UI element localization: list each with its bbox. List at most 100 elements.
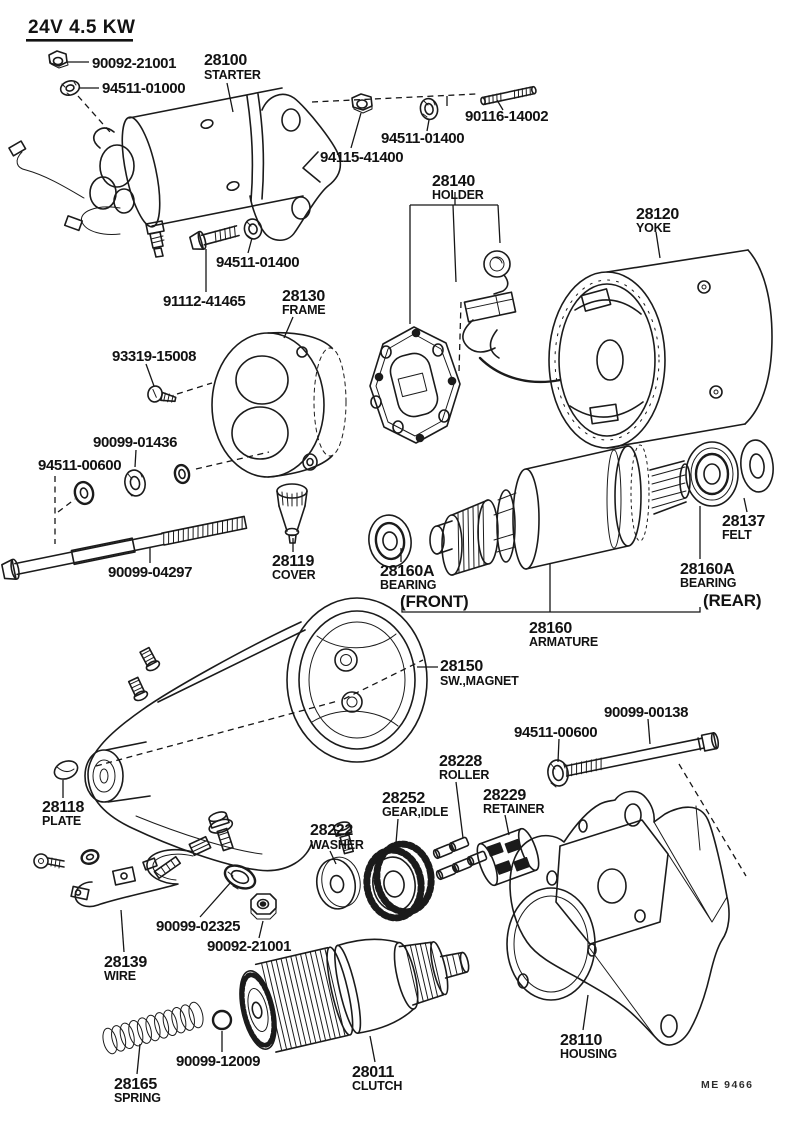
armature-drawing — [429, 444, 691, 576]
label-bearing-rear-note: (REAR) — [703, 591, 761, 610]
label-washer-through: 90099-01436 — [93, 434, 177, 451]
terminal-nut-icon — [250, 893, 277, 920]
label-frame-code: 28130 — [282, 288, 325, 305]
magnet-switch-drawing — [84, 597, 428, 879]
label-housing-code: 28110 — [560, 1032, 603, 1049]
bolt-icon-91112 — [189, 225, 240, 251]
label-spring-name: SPRING — [114, 1091, 161, 1105]
brush-holder-drawing — [369, 326, 461, 444]
label-magnet-name: SW.,MAGNET — [440, 674, 519, 688]
label-bolt-through: 90099-04297 — [108, 564, 192, 581]
felt-drawing — [740, 439, 774, 493]
label-armature-name: ARMATURE — [529, 635, 598, 649]
nut-icon-94115 — [351, 93, 373, 114]
label-cover-code: 28119 — [272, 553, 315, 570]
lockwasher-icon-frame — [243, 218, 263, 240]
label-yoke-code: 28120 — [636, 206, 679, 223]
label-washer-top: 94511-01000 — [102, 80, 185, 97]
label-lockwasher-left: 94511-00600 — [38, 457, 121, 474]
label-frame-name: FRAME — [282, 303, 325, 317]
label-bolt-frame: 91112-41465 — [163, 293, 245, 310]
rollers-drawing — [432, 836, 488, 881]
label-snap-ring: 90099-12009 — [176, 1053, 260, 1070]
label-felt-code: 28137 — [722, 513, 765, 530]
label-bearing-front-note: (FRONT) — [400, 592, 468, 611]
label-plate-code: 28118 — [42, 799, 85, 816]
label-washer-thrust-code: 28222 — [310, 822, 353, 839]
lockwasher-icon-top — [419, 97, 439, 121]
label-wire-code: 28139 — [104, 954, 147, 971]
retainer-drawing — [476, 827, 540, 887]
label-washer-terminal: 90099-02325 — [156, 918, 240, 935]
label-nut-mid-top: 94115-41400 — [320, 149, 403, 166]
front-bearing-drawing — [368, 514, 412, 568]
label-gear-idle-name: GEAR,IDLE — [382, 805, 448, 819]
screw-icon-frame — [147, 385, 177, 403]
label-wire-name: WIRE — [104, 969, 136, 983]
label-clutch-code: 28011 — [352, 1064, 395, 1081]
nut-icon-top — [48, 50, 69, 69]
thrust-washer-drawing — [315, 856, 361, 910]
idle-gear-drawing — [363, 840, 435, 922]
label-plate-name: PLATE — [42, 814, 81, 828]
label-armature-code: 28160 — [529, 620, 572, 637]
label-bearing-front-name: BEARING — [380, 578, 436, 592]
label-lockwasher-magnet: 94511-00600 — [514, 724, 597, 741]
label-lockwasher-frame: 94511-01400 — [216, 254, 299, 271]
rear-bearing-drawing — [685, 441, 739, 507]
page-title-underline — [26, 39, 133, 42]
lead-wire-drawing — [70, 835, 212, 908]
snap-ring-drawing — [211, 1009, 233, 1031]
washer-icon-top — [59, 80, 81, 96]
magnet-bolt-drawing — [564, 732, 720, 778]
label-nut-top: 90092-21001 — [92, 55, 176, 72]
wire-bracket-icon — [111, 866, 137, 886]
label-lockwasher-top: 94511-01400 — [381, 130, 464, 147]
terminal-screw-icon — [33, 853, 65, 869]
plate-drawing — [53, 760, 79, 780]
frame-drawing — [211, 331, 347, 478]
label-roller-code: 28228 — [439, 753, 482, 770]
label-yoke-name: YOKE — [636, 221, 671, 235]
label-holder-code: 28140 — [432, 173, 475, 190]
label-nut-terminal: 90092-21001 — [207, 938, 291, 955]
brush-set-drawing — [462, 250, 562, 384]
stud-bolt-icon-top — [480, 85, 537, 106]
label-cover-name: COVER — [272, 568, 316, 582]
construction-lines — [54, 93, 747, 877]
page-title: 24V 4.5 KW — [28, 17, 135, 38]
label-spring-code: 28165 — [114, 1076, 157, 1093]
label-starter-name: STARTER — [204, 68, 261, 82]
label-retainer-name: RETAINER — [483, 802, 545, 816]
label-bearing-rear-code: 28160A — [680, 561, 735, 578]
label-washer-thrust-name: WASHER — [310, 838, 364, 852]
washer-icons-through — [73, 463, 191, 506]
label-bearing-front-code: 28160A — [380, 563, 435, 580]
label-roller-name: ROLLER — [439, 768, 489, 782]
label-clutch-name: CLUTCH — [352, 1079, 402, 1093]
cover-drawing — [276, 483, 308, 544]
label-magnet-code: 28150 — [440, 658, 483, 675]
starter-assembly-drawing — [8, 87, 342, 258]
leader-lines — [62, 61, 748, 1075]
drawing-code: ME 9466 — [701, 1079, 754, 1091]
through-bolt-drawing — [1, 515, 248, 580]
yoke-drawing — [548, 249, 773, 449]
lockwasher-icon-magnet — [547, 759, 569, 788]
label-holder-name: HOLDER — [432, 188, 484, 202]
label-housing-name: HOUSING — [560, 1047, 617, 1061]
label-screw-frame: 93319-15008 — [112, 348, 196, 365]
label-felt-name: FELT — [722, 528, 752, 542]
spring-drawing — [102, 1001, 204, 1055]
label-stud-top: 90116-14002 — [465, 108, 548, 125]
small-washer-icon-left — [80, 849, 100, 865]
label-retainer-code: 28229 — [483, 787, 526, 804]
drive-housing-drawing — [506, 790, 730, 1046]
clutch-drawing — [239, 938, 470, 1053]
terminal-washer-icon — [223, 864, 257, 890]
label-bearing-rear-name: BEARING — [680, 576, 736, 590]
label-starter-code: 28100 — [204, 52, 247, 69]
labels: 24V 4.5 KW 90092-21001 94511-01000 28100… — [26, 17, 766, 1105]
